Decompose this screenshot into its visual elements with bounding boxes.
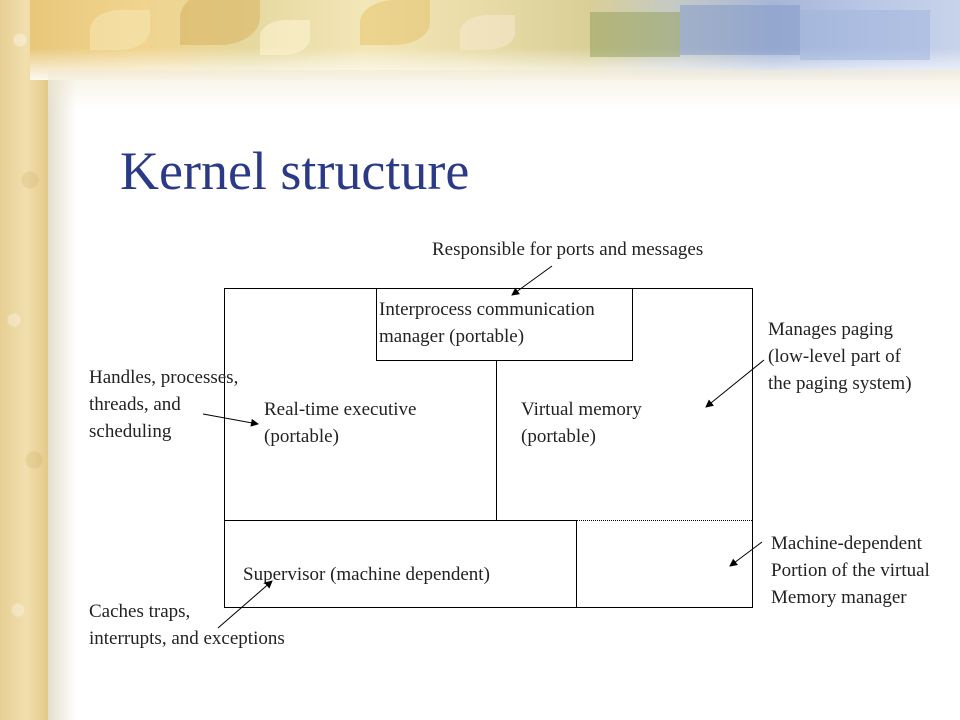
arrow-paging (705, 359, 765, 408)
ipc-manager-label: Interprocess communication manager (port… (379, 299, 595, 347)
annotation-paging: Manages paging (low-level part of the pa… (768, 319, 912, 394)
realtime-executive-label: Real-time executive (portable) (264, 399, 417, 447)
decorative-left-stripe (0, 0, 48, 720)
annotation-machine-dependent: Machine-dependent Portion of the virtual… (771, 533, 930, 608)
decorative-top-banner (30, 0, 960, 80)
virtual-memory-label: Virtual memory (portable) (521, 399, 642, 447)
decorative-left-shadow (48, 80, 76, 720)
ipc-manager-box (376, 288, 633, 361)
annotation-handles: Handles, processes, threads, and schedul… (89, 367, 239, 442)
annotation-caches: Caches traps, interrupts, and exceptions (89, 601, 285, 649)
supervisor-label: Supervisor (machine dependent) (243, 564, 490, 585)
divider-vertical-upper (496, 360, 497, 520)
frame-bottom-line (224, 607, 753, 608)
divider-horizontal-dotted (577, 520, 752, 521)
divider-horizontal-solid (224, 520, 577, 521)
slide-title: Kernel structure (120, 141, 470, 201)
frame-left-line (224, 288, 225, 608)
divider-vertical-lower (576, 520, 577, 608)
annotation-ports: Responsible for ports and messages (432, 239, 704, 260)
decorative-banner-fade (48, 70, 960, 110)
arrow-machine-dependent (729, 541, 763, 567)
frame-right-line (752, 288, 753, 608)
